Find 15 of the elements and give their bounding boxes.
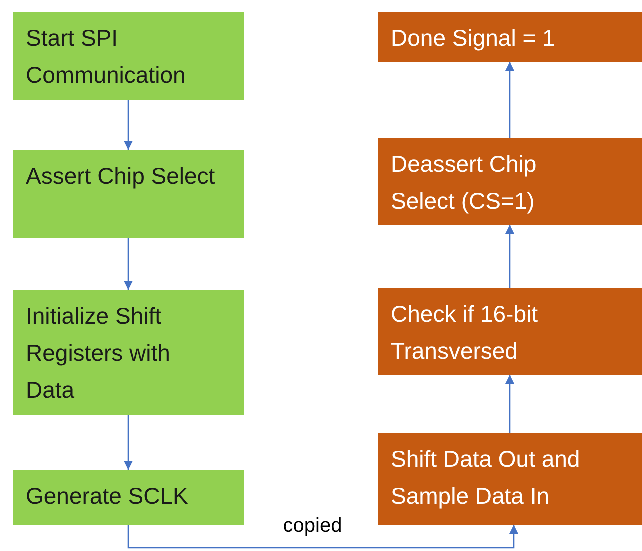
- arrow: [124, 415, 134, 470]
- arrow: [124, 100, 134, 150]
- arrow: [124, 238, 134, 290]
- arrow: [505, 375, 515, 433]
- process-box: Deassert Chip Select (CS=1): [378, 138, 642, 225]
- process-box: Check if 16-bit Transversed: [378, 288, 642, 375]
- arrow: [128, 525, 519, 549]
- arrow: [505, 225, 515, 288]
- process-box: Initialize Shift Registers with Data: [13, 290, 244, 415]
- process-box: Done Signal = 1: [378, 12, 642, 62]
- process-box: Start SPI Communication: [13, 12, 244, 100]
- arrow: [505, 62, 515, 138]
- process-box: Generate SCLK: [13, 470, 244, 525]
- process-box: Shift Data Out and Sample Data In: [378, 433, 642, 525]
- process-box: Assert Chip Select: [13, 150, 244, 238]
